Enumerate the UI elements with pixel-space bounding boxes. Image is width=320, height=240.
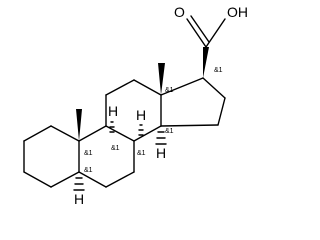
bond [23, 171, 52, 188]
ring-c [105, 79, 162, 142]
bond [78, 125, 107, 142]
stereo-flag-c17: &1 [214, 67, 223, 74]
bond [105, 171, 135, 188]
stereo-flag-c14: &1 [165, 128, 174, 135]
h-c5-hashed-bond [73, 177, 85, 191]
h-c14-label: H [156, 145, 166, 161]
carbonyl-oxygen-label: O [174, 4, 185, 20]
bond [217, 97, 226, 126]
h-c8-label: H [136, 107, 146, 123]
steroid-carboxylic-acid-structure: O OH H H H H &1 &1 &1 &1 &1 &1 &1 [23, 4, 248, 207]
carboxyl-group [186, 15, 226, 78]
c17-carboxyl-wedge [203, 47, 209, 78]
h-c9-label: H [108, 103, 118, 119]
bond [78, 171, 107, 188]
stereo-flag-c8: &1 [137, 150, 146, 157]
stereo-flag-c10: &1 [84, 150, 93, 157]
hydroxyl-bond [205, 18, 226, 48]
bond [23, 125, 52, 142]
bond [160, 77, 204, 96]
structure-canvas: O OH H H H H &1 &1 &1 &1 &1 &1 &1 [23, 4, 248, 207]
bond [105, 125, 135, 142]
h-c8-hashed-bond [138, 124, 144, 136]
ring-d [160, 77, 226, 127]
carbonyl-double-bond [190, 15, 210, 43]
carbonyl-bond [186, 18, 207, 48]
c10-methyl-wedge [76, 109, 82, 141]
stereo-flag-c9: &1 [111, 145, 120, 152]
h-c9-hashed-bond [109, 121, 115, 133]
bond [160, 124, 219, 127]
h-c14-hashed-bond [155, 131, 167, 145]
bond [133, 79, 162, 96]
bond [133, 125, 162, 142]
ring-b [78, 125, 135, 188]
bond [202, 77, 226, 99]
bond [50, 171, 80, 188]
bond [105, 79, 135, 96]
h-c5-label: H [74, 191, 84, 207]
c13-methyl-wedge [158, 63, 165, 95]
ring-a [23, 125, 80, 188]
hydroxyl-label: OH [227, 4, 248, 20]
stereo-flag-c5: &1 [84, 167, 93, 174]
bond [50, 125, 80, 142]
stereo-flag-c13: &1 [165, 87, 174, 94]
